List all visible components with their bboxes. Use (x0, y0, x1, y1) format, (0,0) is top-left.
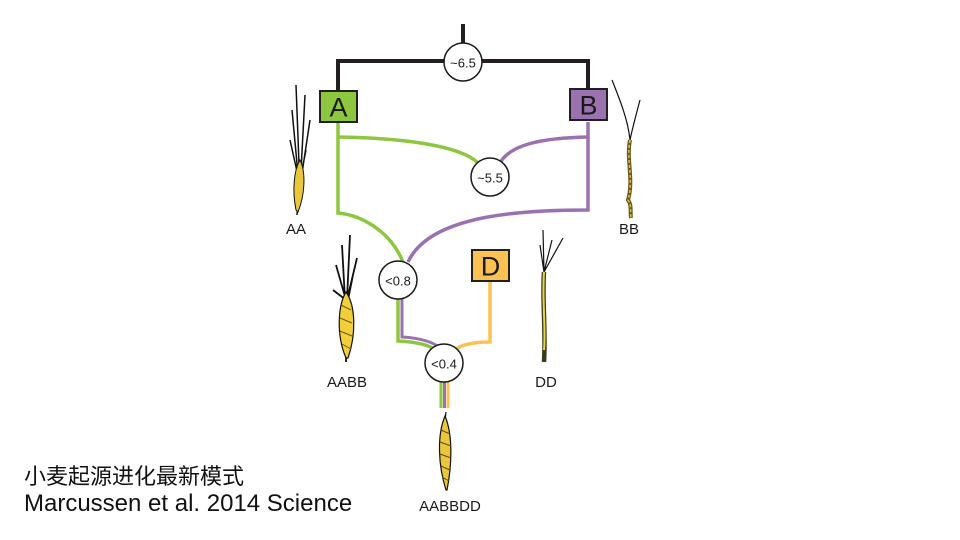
species-label-aa: AA (286, 221, 306, 238)
caption-citation: Marcussen et al. 2014 Science (24, 490, 353, 517)
wheat-spike-dd-icon (539, 229, 564, 363)
node-hexaploid: <0.4 (424, 343, 464, 383)
genome-box-d-label: D (481, 252, 501, 282)
node-root: ~6.5 (443, 42, 483, 82)
genome-box-b: B (569, 88, 608, 121)
node-d-origin-label: ~5.5 (477, 171, 503, 186)
node-hexaploid-label: <0.4 (431, 357, 457, 372)
wheat-spike-bb-icon (611, 79, 641, 219)
lineage-a-to-tetraploid (336, 137, 405, 263)
lineage-b-to-tetraploid (406, 137, 590, 263)
species-label-aabbdd: AABBDD (419, 498, 481, 515)
lineage-a-to-d (336, 122, 480, 165)
caption-title: 小麦起源进化最新模式 (24, 465, 245, 490)
wheat-spike-aabbdd-icon (438, 411, 452, 491)
node-tetraploid: <0.8 (378, 260, 418, 300)
lineage-b-to-d (498, 122, 590, 164)
node-root-label: ~6.5 (450, 56, 476, 71)
genome-box-b-label: B (579, 91, 597, 121)
genome-box-a: A (319, 90, 358, 123)
node-tetraploid-label: <0.8 (385, 274, 411, 289)
genome-box-d: D (471, 249, 510, 282)
wheat-spike-aa-icon (289, 84, 311, 216)
species-label-bb: BB (619, 221, 639, 238)
node-d-origin: ~5.5 (470, 157, 510, 197)
species-label-aabb: AABB (327, 374, 367, 391)
wheat-spike-aabb-icon (332, 234, 358, 363)
genome-box-a-label: A (329, 93, 347, 123)
d-to-hexaploid (450, 281, 492, 354)
species-label-dd: DD (535, 374, 557, 391)
